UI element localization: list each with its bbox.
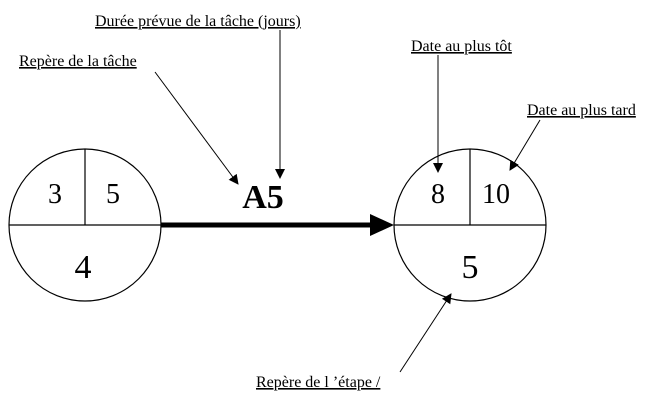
step-node-left-earliest: 3 [48,179,62,210]
label-duration: Durée prévue de la tâche (jours) [95,13,301,30]
label-latest: Date au plus tard [527,102,636,119]
step-node-right: 8 10 5 [393,148,547,302]
step-node-right-id: 5 [462,249,479,286]
label-step-ref: Repère de l ’étape / [256,374,381,391]
task-arrow: A5 [161,179,394,236]
label-task-ref: Repère de la tâche [19,53,137,70]
pointer-latest [509,119,541,171]
task-arrow-head [370,214,394,236]
step-node-right-earliest: 8 [431,179,445,210]
step-node-left-id: 4 [75,249,92,286]
task-label: A5 [242,179,284,216]
step-node-left-latest: 5 [106,179,120,210]
step-node-right-latest: 10 [482,179,510,210]
label-earliest: Date au plus tôt [411,38,512,55]
pointer-step-ref [399,293,452,373]
step-node-left: 3 5 4 [8,148,162,302]
pointer-task-ref [154,71,239,185]
